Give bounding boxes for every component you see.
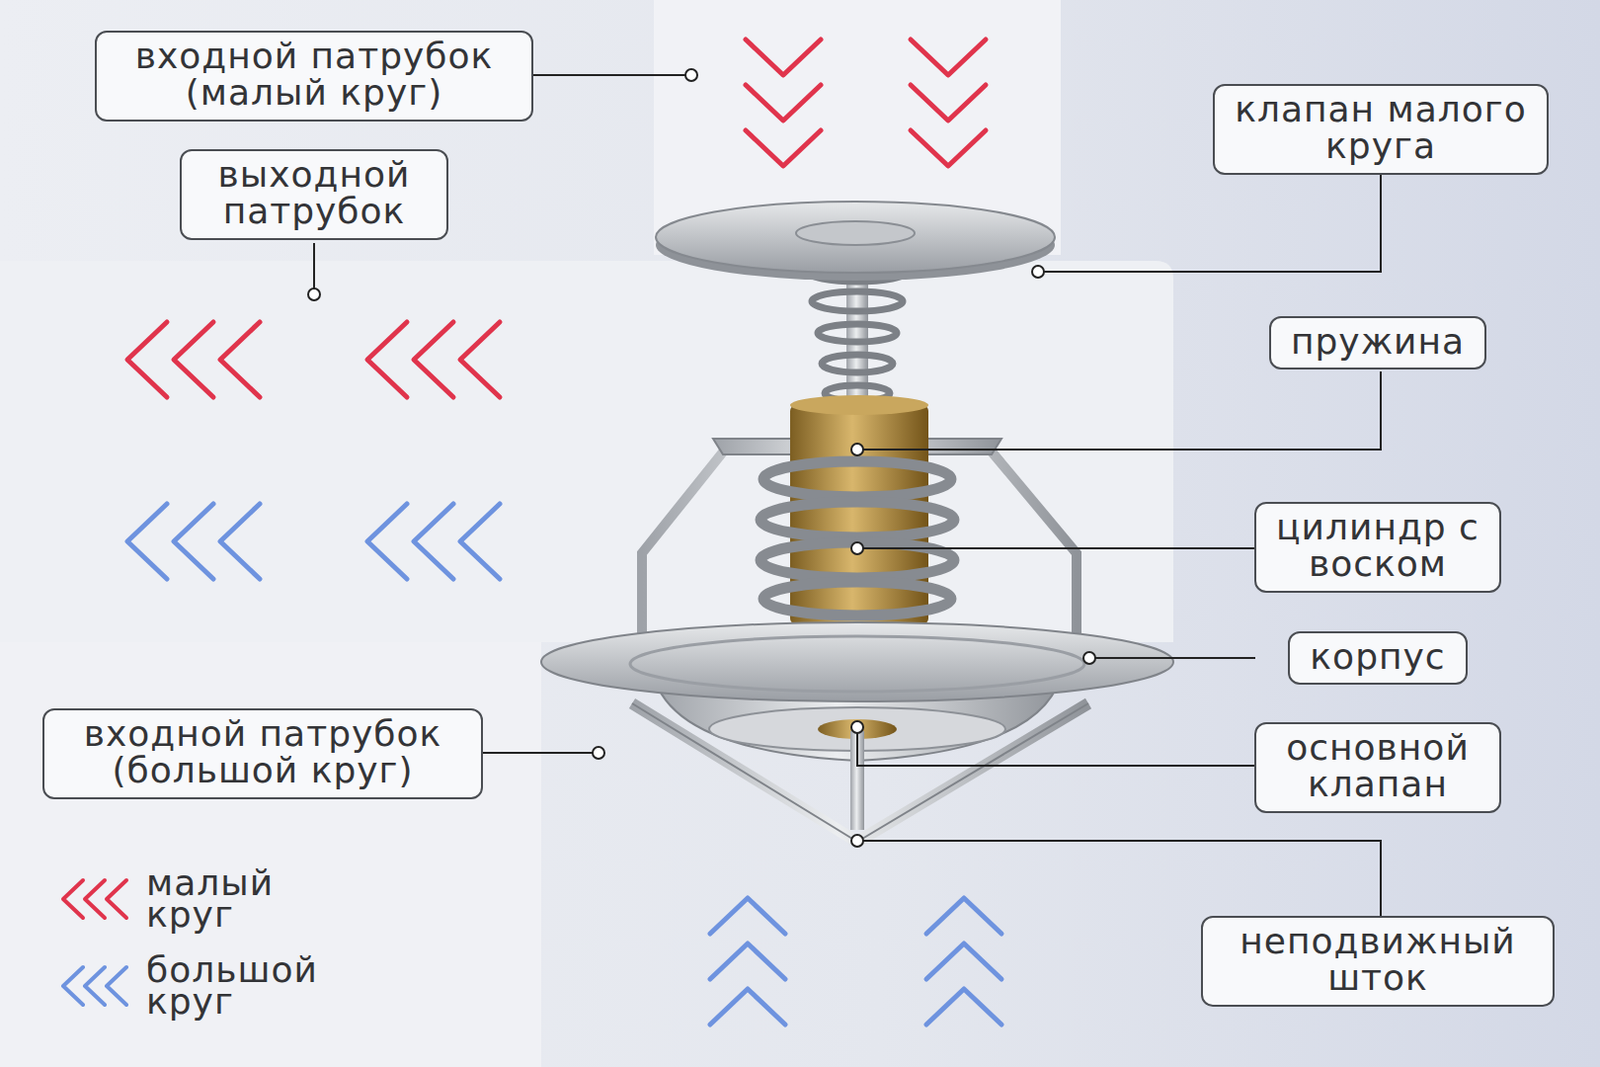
part-name: клапан малого круга	[1234, 91, 1527, 164]
label-box: корпус	[1287, 631, 1467, 686]
label-box: пружина	[1269, 316, 1487, 371]
fixed-rod	[632, 703, 1089, 842]
flow-chevrons-up	[710, 897, 1002, 1025]
legend-text: большой круг	[146, 954, 344, 1019]
part-name: основной клапан	[1276, 729, 1480, 802]
main-spring	[760, 461, 955, 616]
small-circle-valve	[655, 201, 1055, 281]
legend-text: малый круг	[146, 867, 344, 932]
part-name: пружина	[1290, 323, 1465, 361]
part-name: входной патрубок (большой круг)	[64, 716, 462, 789]
flow-chevrons-down	[745, 39, 986, 166]
label-box: цилиндр с воском	[1254, 501, 1502, 592]
label-box: входной патрубок (большой круг)	[42, 708, 483, 799]
legend-item: малый круг	[59, 867, 344, 932]
part-name: корпус	[1309, 639, 1445, 676]
label-box: выходной патрубок	[179, 149, 449, 240]
label-box: клапан малого круга	[1212, 83, 1549, 174]
label-box: основной клапан	[1254, 721, 1502, 812]
flow-chevrons-left	[127, 503, 500, 579]
label-box: неподвижный шток	[1200, 915, 1555, 1006]
legend-swatch	[59, 963, 131, 1008]
part-name: входной патрубок (малый круг)	[116, 38, 512, 111]
flow-chevrons-left	[127, 321, 500, 398]
legend-swatch	[59, 877, 131, 921]
label-box: входной патрубок (малый круг)	[94, 30, 534, 121]
part-name: неподвижный шток	[1222, 923, 1533, 996]
panel	[0, 641, 542, 1067]
part-name: выходной патрубок	[201, 157, 427, 230]
part-name: цилиндр с воском	[1276, 509, 1480, 582]
legend-item: большой круг	[59, 954, 344, 1019]
